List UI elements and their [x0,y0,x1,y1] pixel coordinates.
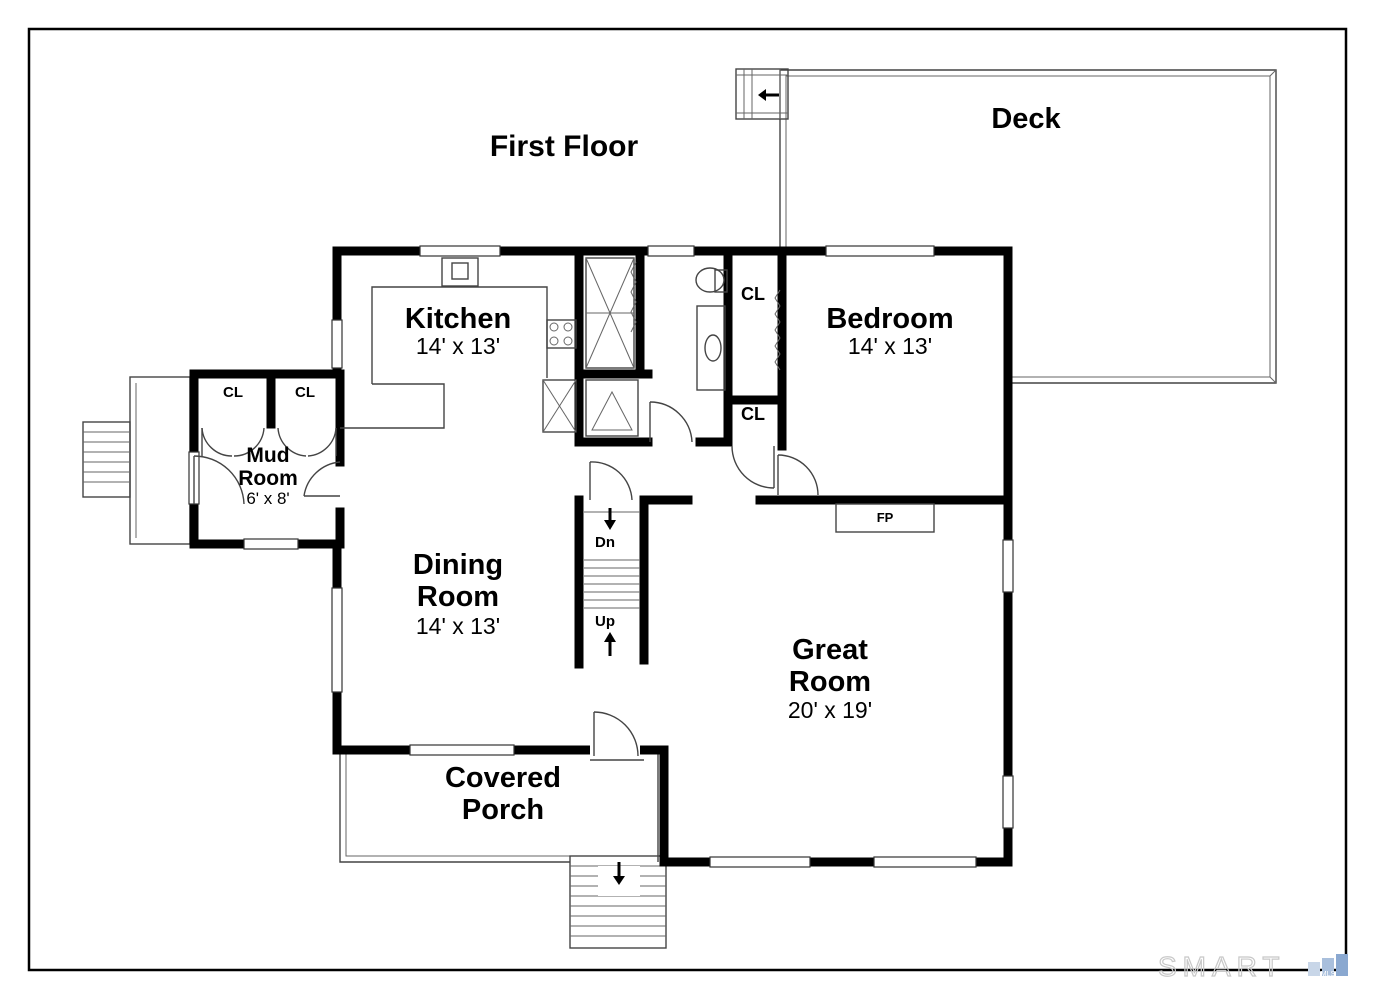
arrow-left-icon [758,89,779,101]
covered-porch-label-line1: Covered [445,762,561,794]
mud-room-dims: 6' x 8' [246,489,289,508]
arrow-up-icon [604,632,616,656]
closet-label: CL [223,384,243,401]
closet-label: CL [741,404,765,424]
kitchen-fixtures [340,257,635,433]
arrow-down-icon [604,508,616,530]
bedroom-label: Bedroom [826,303,953,335]
shower-icon [585,379,639,437]
page-frame [27,27,1348,972]
mud-room-label-line1: Mud [246,444,289,467]
stove-icon [546,319,577,349]
covered-porch-label-line2: Porch [462,794,544,826]
stairs-up-label: Up [595,613,615,630]
watermark-text: SMART [1158,951,1286,982]
stairs-down-label: Dn [595,534,615,551]
watermark-badge: MLS [1321,971,1336,978]
great-room-label-line1: Great [792,634,868,666]
page-title: First Floor [490,130,639,163]
great-room-label-line2: Room [789,666,871,698]
fireplace-label: FP [877,510,894,525]
toilet-icon [695,267,725,293]
dining-room-dims: 14' x 13' [416,613,500,639]
porch-outline [339,752,667,949]
dining-room-label-line1: Dining [413,549,503,581]
kitchen-label: Kitchen [405,303,511,335]
closet-label: CL [741,284,765,304]
doors [193,261,819,761]
mud-room-label-line2: Room [238,467,298,490]
dining-room-label-line2: Room [417,581,499,613]
staircase [584,508,640,656]
bathroom-fixtures [585,267,728,443]
vanity-icon [696,305,726,391]
fireplace [835,503,935,533]
arrow-down-icon [613,862,625,885]
sink-icon [441,257,479,287]
deck [735,68,1277,384]
closet-label: CL [295,384,315,401]
kitchen-dims: 14' x 13' [416,333,500,359]
smart-mls-watermark: SMART MLS [1157,950,1348,983]
bedroom-dims: 14' x 13' [848,333,932,359]
great-room-dims: 20' x 19' [788,697,872,723]
side-entry-steps [82,376,191,545]
deck-label: Deck [991,103,1061,135]
